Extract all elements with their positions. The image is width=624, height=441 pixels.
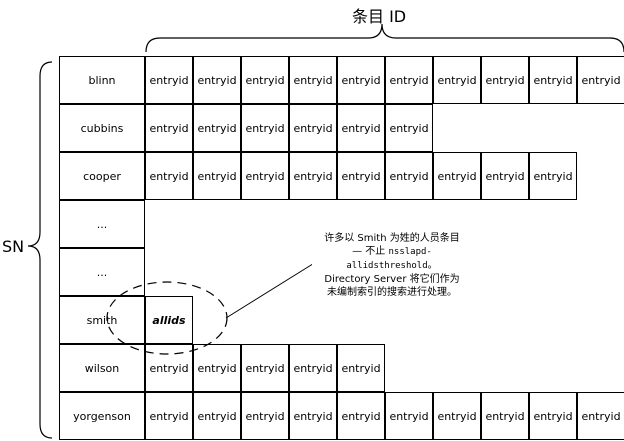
annotation-line-4: Directory Server 将它们作为 <box>324 274 460 285</box>
entryid-cell: entryid <box>481 392 529 440</box>
entryid-cell: entryid <box>289 104 337 152</box>
left-brace <box>27 61 53 439</box>
annotation-line-1: 许多以 Smith 为姓的人员条目 <box>324 233 460 244</box>
row-label: ... <box>59 248 145 296</box>
entryid-cell: entryid <box>337 392 385 440</box>
entryid-cell: entryid <box>577 392 624 440</box>
entryid-cell: entryid <box>241 392 289 440</box>
entryid-cell: entryid <box>193 56 241 104</box>
row-label: ... <box>59 200 145 248</box>
entryid-cell: entryid <box>481 152 529 200</box>
entryid-cell: entryid <box>433 152 481 200</box>
entryid-cell: entryid <box>193 152 241 200</box>
entryid-cell: entryid <box>241 152 289 200</box>
entryid-cell: entryid <box>337 152 385 200</box>
entryid-cell: entryid <box>145 152 193 200</box>
entryid-cell: entryid <box>193 344 241 392</box>
entryid-cell: entryid <box>337 344 385 392</box>
entryid-cell: entryid <box>577 56 624 104</box>
row-label: wilson <box>59 344 145 392</box>
entryid-cell: entryid <box>241 344 289 392</box>
callout-line <box>225 261 317 319</box>
entryid-cell: entryid <box>529 392 577 440</box>
annotation-line-2: — 不止 nsslapd-allidsthreshold。 <box>346 246 438 271</box>
entryid-cell: entryid <box>145 104 193 152</box>
allids-cell: allids <box>145 296 193 344</box>
entryid-cell: entryid <box>145 56 193 104</box>
annotation-note: 许多以 Smith 为姓的人员条目 — 不止 nsslapd-allidsthr… <box>312 232 472 299</box>
row-label: cooper <box>59 152 145 200</box>
entryid-cell: entryid <box>241 56 289 104</box>
threshold-code: nsslapd-allidsthreshold <box>346 247 432 271</box>
entryid-cell: entryid <box>481 56 529 104</box>
entryid-cell: entryid <box>337 56 385 104</box>
row-label: cubbins <box>59 104 145 152</box>
entryid-cell: entryid <box>193 104 241 152</box>
entryid-cell: entryid <box>289 56 337 104</box>
entryid-cell: entryid <box>241 104 289 152</box>
entry-id-header: 条目 ID <box>352 7 407 26</box>
entryid-cell: entryid <box>433 56 481 104</box>
annotation-line-5: 未编制索引的搜索进行处理。 <box>327 287 457 298</box>
entryid-cell: entryid <box>289 152 337 200</box>
row-label: smith <box>59 296 145 344</box>
entryid-cell: entryid <box>289 392 337 440</box>
sn-label: SN <box>2 237 25 256</box>
entryid-cell: entryid <box>289 344 337 392</box>
entryid-cell: entryid <box>337 104 385 152</box>
entryid-cell: entryid <box>433 392 481 440</box>
entryid-cell: entryid <box>385 392 433 440</box>
entryid-cell: entryid <box>145 344 193 392</box>
entryid-cell: entryid <box>385 104 433 152</box>
entryid-cell: entryid <box>193 392 241 440</box>
entryid-cell: entryid <box>385 56 433 104</box>
row-label: yorgenson <box>59 392 145 440</box>
entryid-cell: entryid <box>145 392 193 440</box>
entryid-cell: entryid <box>529 152 577 200</box>
top-brace <box>145 23 624 53</box>
entryid-cell: entryid <box>529 56 577 104</box>
row-label: blinn <box>59 56 145 104</box>
entryid-cell: entryid <box>385 152 433 200</box>
